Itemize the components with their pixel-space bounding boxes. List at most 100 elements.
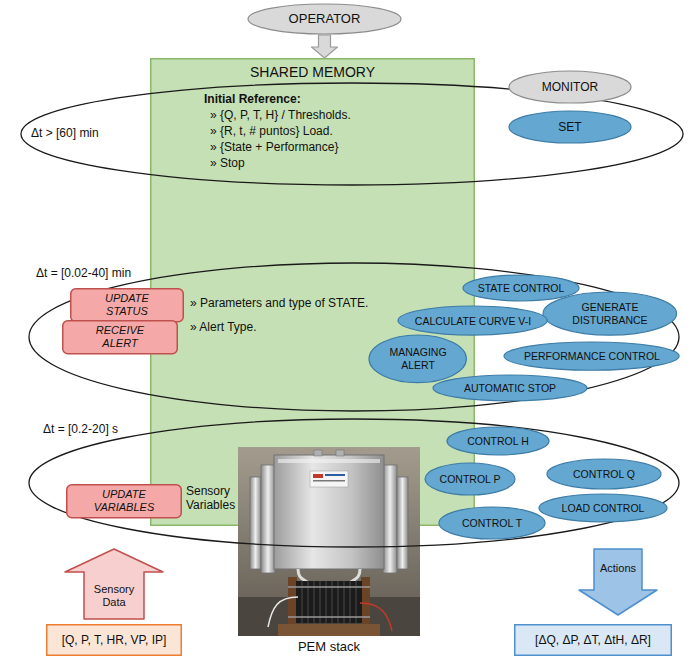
text-slot: » Stop	[210, 156, 245, 170]
signal-box: [Q, P, T, HR, VP, IP]	[46, 624, 182, 656]
band-ellipse	[29, 263, 679, 411]
node-label: Actions	[600, 562, 636, 575]
signal-box: [ΔQ, ΔP, ΔT, ΔtH, ΔR]	[514, 624, 672, 656]
text-slot: Δt = [0.2-20] s	[40, 422, 121, 436]
figure-caption: PEM stack	[229, 639, 429, 655]
panel-title: SHARED MEMORY	[150, 64, 475, 81]
panel-note: Sensory Variables	[186, 484, 248, 513]
shared-memory-panel: SHARED MEMORY Initial Reference: » {Q, P, …	[150, 58, 475, 526]
ellipse-shape	[547, 459, 661, 489]
block-arrow-shape	[579, 549, 657, 615]
node-label: MANAGING ALERT	[383, 346, 453, 371]
process-ellipse: MANAGING ALERT	[368, 334, 467, 384]
label-wrap: CONTROL T	[438, 506, 546, 540]
ellipse-shape	[425, 463, 515, 495]
text-slot: Δt > [60] min	[28, 126, 102, 140]
ellipse-shape	[504, 342, 679, 370]
box-shape	[515, 625, 672, 656]
block-arrow	[312, 35, 338, 58]
list-item: » {Q, P, T, H} / Thresholds.	[210, 108, 351, 122]
process-ellipse: CONTROL H	[446, 426, 550, 456]
process-ellipse: GENERATE DISTURBANCE	[542, 291, 678, 336]
ellipse-shape	[439, 507, 545, 539]
process-ellipse: LOAD CONTROL	[538, 493, 668, 523]
label-wrap: CONTROL H	[446, 426, 550, 456]
timescale-band: Δt = [0.2-20] s UPDATE VARIABLES CONTROL H…	[28, 418, 680, 548]
input-arrow: Sensory Data	[64, 548, 164, 620]
text-slot: Sensory Variables	[186, 484, 248, 513]
label-wrap: MONITOR	[508, 70, 632, 104]
node-label: UPDATE VARIABLES	[88, 488, 160, 514]
label-wrap: MANAGING ALERT	[368, 334, 467, 384]
text-slot: Initial Reference:	[204, 92, 301, 106]
label-wrap: Actions	[578, 548, 658, 590]
node-outline	[578, 548, 658, 616]
list-item: » Alert Type.	[190, 320, 257, 334]
process-ellipse: STATE CONTROL	[462, 274, 580, 302]
node-label: OPERATOR	[289, 11, 361, 27]
process-ellipse: PERFORMANCE CONTROL	[503, 341, 680, 371]
box-shape	[67, 485, 182, 518]
panel-fill	[150, 58, 475, 526]
label-wrap: CALCULATE CURVE V-I	[397, 305, 548, 336]
list-item: » Parameters and type of STATE.	[190, 296, 368, 310]
set-ellipse: SET	[508, 110, 632, 144]
process-ellipse: CALCULATE CURVE V-I	[397, 305, 548, 336]
label-wrap: PERFORMANCE CONTROL	[503, 341, 680, 371]
output-arrow: Actions	[578, 548, 658, 616]
label-wrap: [Q, P, T, HR, VP, IP]	[46, 624, 182, 656]
box-shape	[47, 625, 182, 656]
label-wrap: OPERATOR	[247, 3, 402, 35]
task-box: UPDATE STATUS	[70, 288, 184, 322]
label-wrap: Sensory Data	[64, 572, 164, 620]
box-shape	[63, 321, 178, 354]
ellipse-shape	[509, 111, 631, 143]
ellipse-shape	[543, 292, 677, 335]
task-box: RECEIVE ALERT	[62, 320, 178, 354]
ellipse-shape	[369, 335, 466, 383]
text-slot: » {Q, P, T, H} / Thresholds.	[210, 108, 351, 122]
node-label: LOAD CONTROL	[562, 502, 645, 515]
text-slot: SHARED MEMORY	[150, 64, 475, 81]
node-label: AUTOMATIC STOP	[464, 382, 556, 395]
node-label: PERFORMANCE CONTROL	[524, 350, 660, 363]
panel-border	[151, 59, 475, 526]
node-label: SET	[558, 120, 581, 134]
label-wrap: UPDATE VARIABLES	[66, 484, 182, 518]
label-wrap: CONTROL P	[424, 462, 516, 496]
node-label: [ΔQ, ΔP, ΔT, ΔtH, ΔR]	[535, 633, 651, 647]
operator-ellipse: OPERATOR	[247, 3, 402, 35]
process-ellipse: CONTROL P	[424, 462, 516, 496]
timescale-band: Δt = [0.02-40] minUPDATE STATUSRECEIVE A…	[28, 262, 680, 412]
label-wrap: GENERATE DISTURBANCE	[542, 291, 678, 336]
text-slot: Δt = [0.02-40] min	[33, 266, 134, 280]
text-slot: » {R, t, # puntos} Load.	[210, 124, 333, 138]
list-item: » {R, t, # puntos} Load.	[210, 124, 333, 138]
timescale-band: Δt > [60] min MONITOR SET	[20, 82, 684, 186]
box-shape	[71, 289, 184, 322]
node-label: RECEIVE ALERT	[87, 324, 153, 350]
label-wrap: RECEIVE ALERT	[62, 320, 178, 354]
ellipse-shape	[248, 4, 401, 34]
label-wrap: SET	[508, 110, 632, 144]
band-label: Δt = [0.2-20] s	[40, 422, 121, 436]
monitor-ellipse: MONITOR	[508, 70, 632, 104]
text-slot: » Parameters and type of STATE.	[190, 296, 368, 310]
band-label: Δt = [0.02-40] min	[33, 266, 134, 280]
text-slot: » Alert Type.	[190, 320, 257, 334]
label-wrap: LOAD CONTROL	[538, 493, 668, 523]
ellipse-shape	[433, 375, 587, 401]
pem-stack-photo	[238, 447, 420, 636]
label-wrap: UPDATE STATUS	[70, 288, 184, 322]
text-slot: » {State + Performance}	[210, 140, 338, 154]
ellipse-shape	[539, 494, 667, 522]
ellipse-shape	[509, 71, 631, 103]
label-wrap: AUTOMATIC STOP	[432, 374, 588, 402]
node-label: MONITOR	[542, 80, 598, 94]
node-label: CONTROL T	[462, 517, 522, 530]
list-item: » Stop	[210, 156, 245, 170]
node-label: [Q, P, T, HR, VP, IP]	[62, 633, 167, 647]
label-wrap: STATE CONTROL	[462, 274, 580, 302]
ellipse-shape	[398, 306, 547, 335]
task-box: UPDATE VARIABLES	[66, 484, 182, 518]
